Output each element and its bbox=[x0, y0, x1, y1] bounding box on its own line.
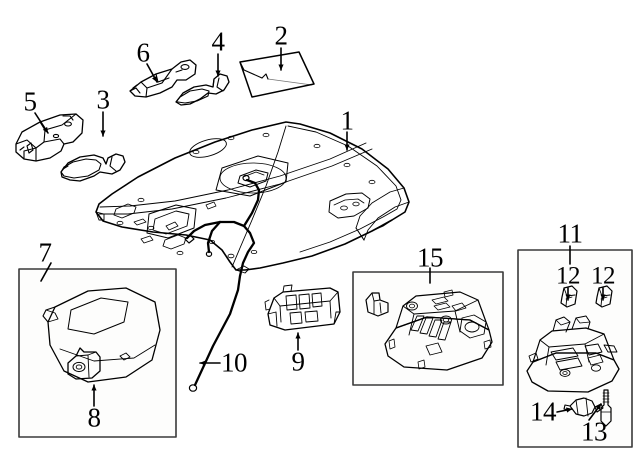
callout-3: 3 bbox=[96, 84, 111, 115]
leader-7 bbox=[40, 262, 52, 282]
part-2-sunroof-trim-panel bbox=[239, 51, 315, 98]
leader-13 bbox=[588, 403, 602, 421]
callout-1: 1 bbox=[340, 105, 355, 136]
part-11-map-lamp-body bbox=[526, 315, 620, 393]
callout-15: 15 bbox=[417, 242, 444, 273]
part-3-assist-grip-rear bbox=[60, 153, 126, 182]
callout-11: 11 bbox=[557, 218, 584, 249]
part-10-antenna-cable bbox=[185, 178, 261, 387]
part-15-clip bbox=[365, 292, 389, 317]
callout-5: 5 bbox=[23, 86, 38, 117]
panel-15-frame bbox=[352, 271, 504, 386]
callout-8: 8 bbox=[87, 402, 102, 433]
callout-6: 6 bbox=[136, 37, 151, 68]
part-6-grip-bracket-front bbox=[129, 59, 197, 98]
leader-5 bbox=[34, 112, 49, 134]
callout-2: 2 bbox=[274, 20, 289, 51]
callout-13: 13 bbox=[581, 416, 608, 447]
part-15-overhead-console bbox=[384, 289, 493, 371]
part-9-interior-lamp bbox=[264, 284, 341, 331]
part-1-headliner-panel bbox=[95, 121, 410, 274]
part-8-visor-clip bbox=[67, 347, 101, 380]
callout-7: 7 bbox=[38, 237, 53, 268]
part-5-grip-bracket-rear bbox=[15, 113, 84, 162]
leader-6 bbox=[146, 63, 158, 83]
callout-10: 10 bbox=[221, 347, 248, 378]
part-13-screw bbox=[600, 389, 612, 427]
leader-14 bbox=[556, 407, 573, 413]
part-4-assist-grip-front bbox=[175, 73, 230, 106]
callout-9: 9 bbox=[291, 346, 306, 377]
callout-12-left: 12 bbox=[556, 262, 581, 290]
callout-14: 14 bbox=[530, 396, 557, 427]
leader-lines bbox=[34, 47, 606, 421]
callout-12-right: 12 bbox=[591, 262, 616, 290]
part-10-cable-terminal bbox=[184, 174, 250, 392]
callout-4: 4 bbox=[211, 26, 226, 57]
